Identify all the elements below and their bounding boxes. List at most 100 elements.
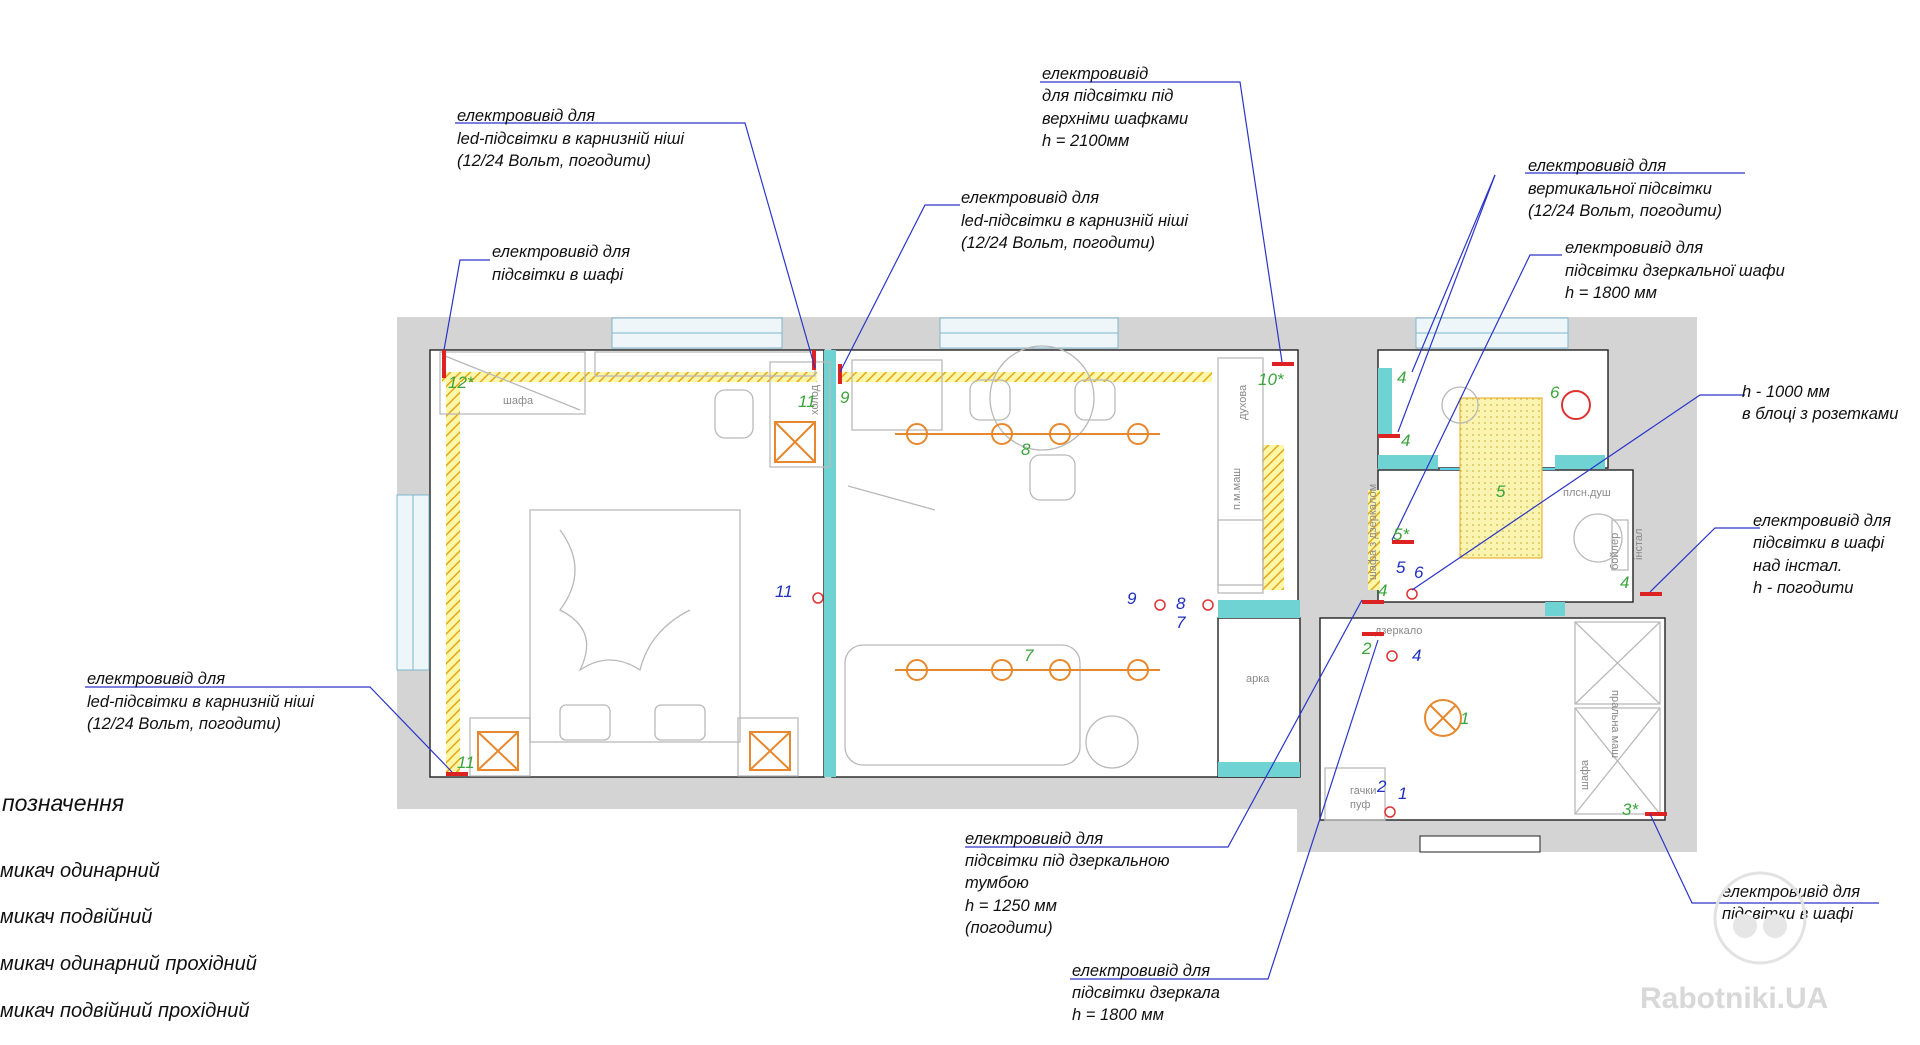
svg-text:led-підсвітки в карнизній ніші: led-підсвітки в карнизній ніші: [87, 693, 315, 711]
svg-text:над інстал.: над інстал.: [1753, 557, 1842, 575]
room-label-hall-washer: пральна маш: [1609, 690, 1621, 758]
svg-text:7: 7: [1176, 613, 1186, 632]
svg-text:вертикальної підсвітки: вертикальної підсвітки: [1528, 180, 1712, 198]
fan-icon: [1561, 390, 1591, 420]
svg-text:5: 5: [1496, 482, 1506, 501]
svg-text:10*: 10*: [1258, 370, 1285, 389]
svg-text:8: 8: [1176, 594, 1186, 613]
annotation-5: електровивід для вертикальної підсвітки …: [1528, 157, 1722, 220]
svg-text:електровивід для: електровивід для: [1565, 239, 1703, 257]
svg-text:h = 2100мм: h = 2100мм: [1042, 132, 1129, 150]
room-label-pouf-2: гачки: [1350, 785, 1376, 797]
svg-text:4: 4: [1620, 573, 1629, 592]
svg-text:11: 11: [457, 753, 475, 772]
svg-text:2: 2: [1361, 639, 1372, 658]
svg-text:електровивід для: електровивід для: [1528, 157, 1666, 175]
legend-item: микач одинарний: [0, 860, 160, 882]
svg-text:4: 4: [1412, 646, 1421, 665]
svg-text:(12/24 Вольт, погодити): (12/24 Вольт, погодити): [457, 152, 651, 170]
lamp-row-7: [906, 659, 1149, 681]
svg-text:h - погодити: h - погодити: [1753, 579, 1853, 597]
svg-text:підсвітки під дзеркальною: підсвітки під дзеркальною: [965, 852, 1170, 870]
room-label-boiler: бойлер: [1609, 533, 1621, 570]
svg-text:підсвітки в шафі: підсвітки в шафі: [1753, 534, 1886, 552]
svg-text:5*: 5*: [1393, 525, 1410, 544]
svg-text:підсвітки дзеркальної шафи: підсвітки дзеркальної шафи: [1565, 262, 1785, 280]
room-label-pouf-1: пуф: [1350, 799, 1370, 811]
svg-text:електровивід для: електровивід для: [1722, 883, 1860, 901]
svg-text:електровивід для: електровивід для: [457, 107, 595, 125]
svg-text:led-підсвітки в карнизній ніші: led-підсвітки в карнизній ніші: [457, 130, 685, 148]
legend-item: микач одинарний прохідний: [0, 953, 257, 975]
annotation-6: електровивід для підсвітки дзеркальної ш…: [1565, 239, 1785, 302]
svg-text:8: 8: [1021, 440, 1031, 459]
room-label-mirror-box: шафа з дзеркалом: [1367, 484, 1379, 580]
svg-text:h = 1800 мм: h = 1800 мм: [1565, 284, 1657, 302]
svg-text:h = 1800 мм: h = 1800 мм: [1072, 1006, 1164, 1024]
svg-text:електровивід для: електровивід для: [965, 830, 1103, 848]
svg-text:12*: 12*: [448, 373, 475, 392]
leader-lines: [85, 81, 1879, 980]
svg-text:для підсвітки під: для підсвітки під: [1042, 87, 1173, 105]
green-number-labels: 12* 11 9 10* 8 7 11 4 4 5 6 5* 4 4 2 1 3…: [448, 368, 1639, 819]
svg-text:(12/24 Вольт, погодити): (12/24 Вольт, погодити): [1528, 202, 1722, 220]
svg-text:4: 4: [1397, 368, 1406, 387]
blue-number-labels: 11 9 8 7 5 6 4 2 1: [775, 558, 1424, 803]
room-label-wardrobe: шафа: [503, 395, 534, 407]
svg-text:7: 7: [1024, 646, 1034, 665]
svg-text:4: 4: [1401, 431, 1410, 450]
annotation-3: електровивід для led-підсвітки в карнизн…: [961, 189, 1189, 252]
svg-text:9: 9: [840, 388, 850, 407]
svg-text:Rabotniki.UA: Rabotniki.UA: [1640, 982, 1828, 1015]
room-label-arch: арка: [1246, 673, 1270, 685]
svg-text:4: 4: [1378, 581, 1387, 600]
lamp-row-8: [906, 423, 1149, 445]
svg-text:електровивід для: електровивід для: [1753, 512, 1891, 530]
room-label-fridge: холод: [809, 384, 821, 415]
led-niches: [442, 372, 1543, 772]
room-label-instal: інстал: [1633, 529, 1645, 560]
svg-text:led-підсвітки в карнизній ніші: led-підсвітки в карнизній ніші: [961, 212, 1189, 230]
svg-text:тумбою: тумбою: [965, 874, 1029, 892]
annotation-8: електровивід для підсвітки в шафі над ін…: [1753, 512, 1891, 597]
furniture: шафа холод п.м.маш духова арка дзер: [439, 345, 1661, 821]
svg-text:2: 2: [1376, 777, 1387, 796]
annotation-4: електровивід для підсвітки під верхніми …: [1042, 65, 1188, 150]
svg-text:(погодити): (погодити): [965, 919, 1053, 937]
svg-text:підсвітки дзеркала: підсвітки дзеркала: [1072, 984, 1220, 1002]
switches: [812, 588, 1418, 818]
walls: [396, 317, 1697, 853]
room-label-oven: духова: [1237, 384, 1249, 420]
annotation-7: h - 1000 мм в блоці з розетками: [1742, 383, 1898, 423]
svg-text:електровивід для: електровивід для: [961, 189, 1099, 207]
svg-text:5: 5: [1396, 558, 1406, 577]
room-label-shower: плсн.душ: [1563, 487, 1611, 499]
svg-text:верхніми шафками: верхніми шафками: [1042, 110, 1188, 128]
svg-text:підсвітки в шафі: підсвітки в шафі: [1722, 905, 1855, 923]
svg-text:(12/24 Вольт, погодити): (12/24 Вольт, погодити): [87, 715, 281, 733]
svg-text:9: 9: [1127, 589, 1137, 608]
annotation-1: електровивід для led-підсвітки в карнизн…: [457, 107, 685, 170]
svg-text:11: 11: [798, 392, 816, 411]
legend: позначення микач одинарний микач подвійн…: [0, 790, 257, 1022]
svg-text:3*: 3*: [1622, 800, 1639, 819]
annotation-11: електровивід для підсвітки дзеркала h = …: [1072, 962, 1220, 1024]
svg-text:електровивід для: електровивід для: [1072, 962, 1210, 980]
svg-text:електровивід для: електровивід для: [492, 243, 630, 261]
svg-text:1: 1: [1460, 709, 1469, 728]
svg-text:електровивід для: електровивід для: [87, 670, 225, 688]
annotation-9: електровивід для led-підсвітки в карнизн…: [87, 670, 315, 733]
legend-item: микач подвійний: [0, 906, 152, 928]
room-label-hall-wardrobe: шафа: [1579, 759, 1591, 790]
svg-text:електровивід: електровивід: [1042, 65, 1148, 83]
svg-text:підсвітки в шафі: підсвітки в шафі: [492, 266, 625, 284]
annotation-2: електровивід для підсвітки в шафі: [492, 243, 630, 284]
svg-text:в блоці з розетками: в блоці з розетками: [1742, 405, 1898, 423]
annotation-10: електровивід для підсвітки під дзеркальн…: [965, 830, 1170, 937]
svg-text:11: 11: [775, 582, 793, 601]
svg-text:h = 1250 мм: h = 1250 мм: [965, 897, 1057, 915]
svg-text:6: 6: [1550, 383, 1560, 402]
outlets: [442, 350, 1667, 816]
annotation-12: електровивід для підсвітки в шафі: [1722, 883, 1860, 923]
